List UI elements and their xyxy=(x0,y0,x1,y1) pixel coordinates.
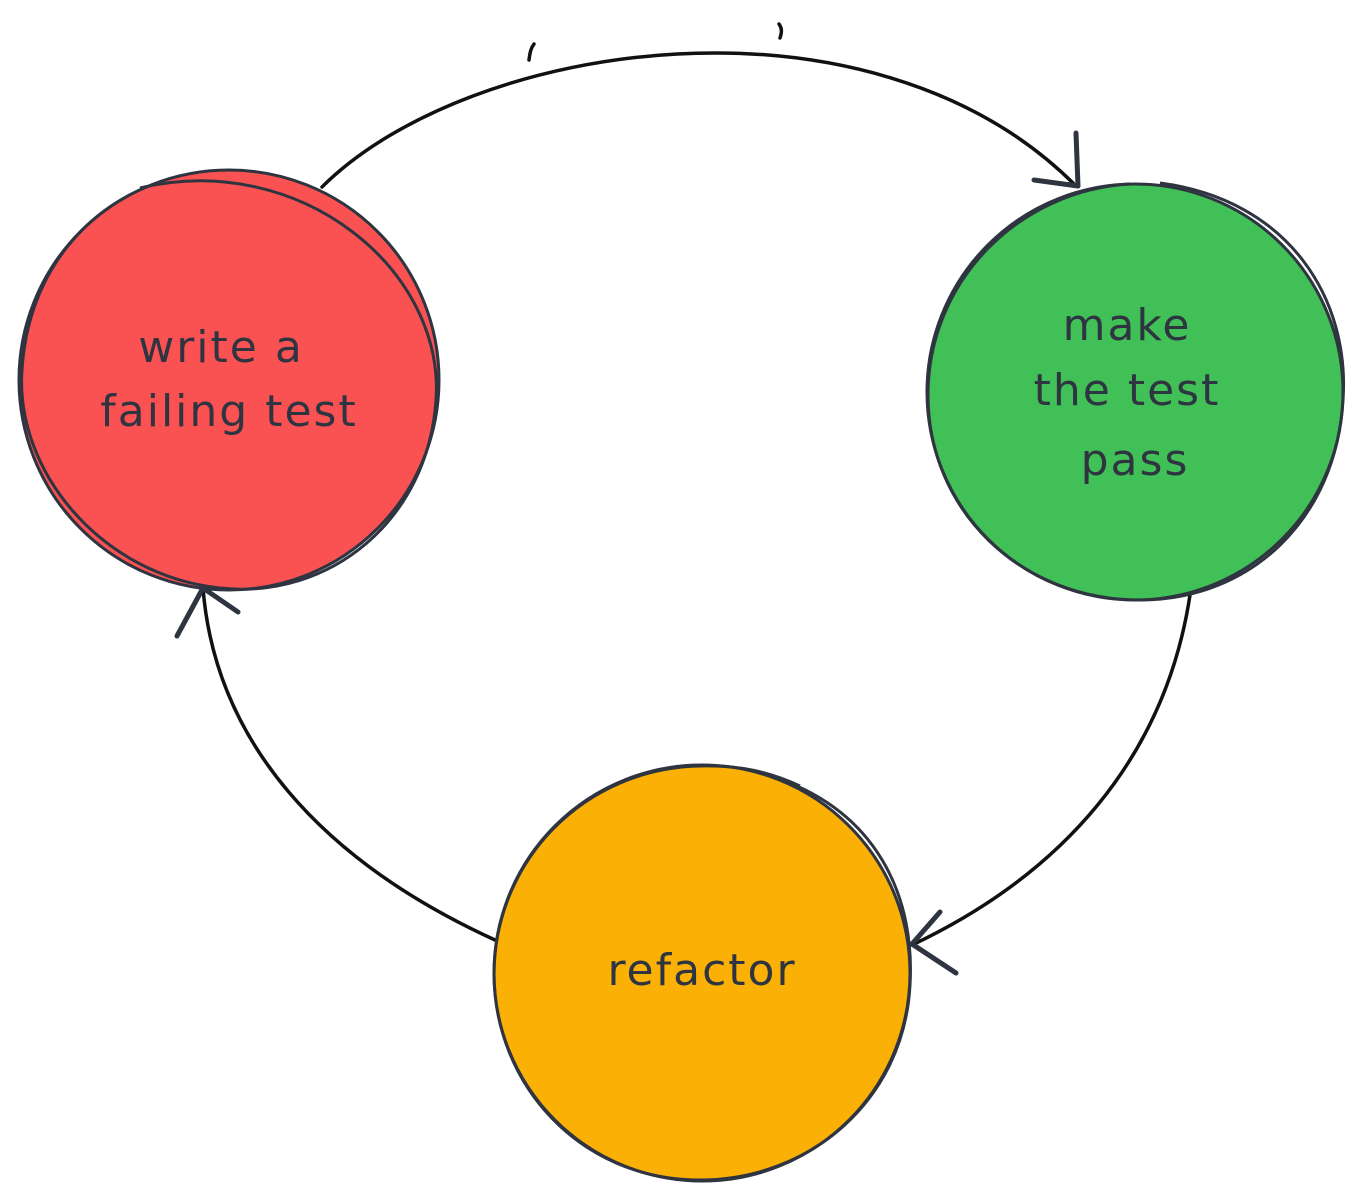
edge-write-to-pass-line xyxy=(320,51,1077,189)
edge-write-to-pass xyxy=(320,22,1081,189)
node-refactor-label-line-1: refactor xyxy=(607,945,796,996)
node-write-circle xyxy=(17,168,441,592)
node-write-failing-test: write a failing test xyxy=(17,168,441,592)
node-refactor-sketch-outline xyxy=(492,764,912,1182)
node-make-test-pass: make the test pass xyxy=(925,181,1346,602)
node-write-sketch-outline xyxy=(20,179,438,591)
node-refactor: refactor xyxy=(492,763,912,1183)
node-write-label: write a failing test xyxy=(100,322,357,437)
node-write-label-line-1: write a xyxy=(138,322,304,373)
node-write-label-line-2: failing test xyxy=(100,386,357,437)
node-pass-label: make the test pass xyxy=(1034,300,1237,486)
node-pass-label-line-1: make xyxy=(1063,300,1192,351)
edge-write-to-pass-tick-2 xyxy=(777,22,784,40)
edge-write-to-pass-arrowhead xyxy=(1031,130,1081,189)
node-pass-label-line-3: pass xyxy=(1081,435,1190,486)
node-pass-sketch-outline xyxy=(926,181,1346,602)
edge-refactor-to-write-line xyxy=(201,586,497,942)
edge-pass-to-refactor-arrowhead xyxy=(909,909,959,976)
edge-write-to-pass-tick xyxy=(527,42,536,62)
edge-pass-to-refactor-line xyxy=(910,593,1192,947)
node-pass-label-line-2: the test xyxy=(1034,365,1221,416)
node-refactor-label: refactor xyxy=(607,945,796,996)
edge-refactor-to-write xyxy=(174,585,497,942)
edge-pass-to-refactor xyxy=(909,593,1192,976)
